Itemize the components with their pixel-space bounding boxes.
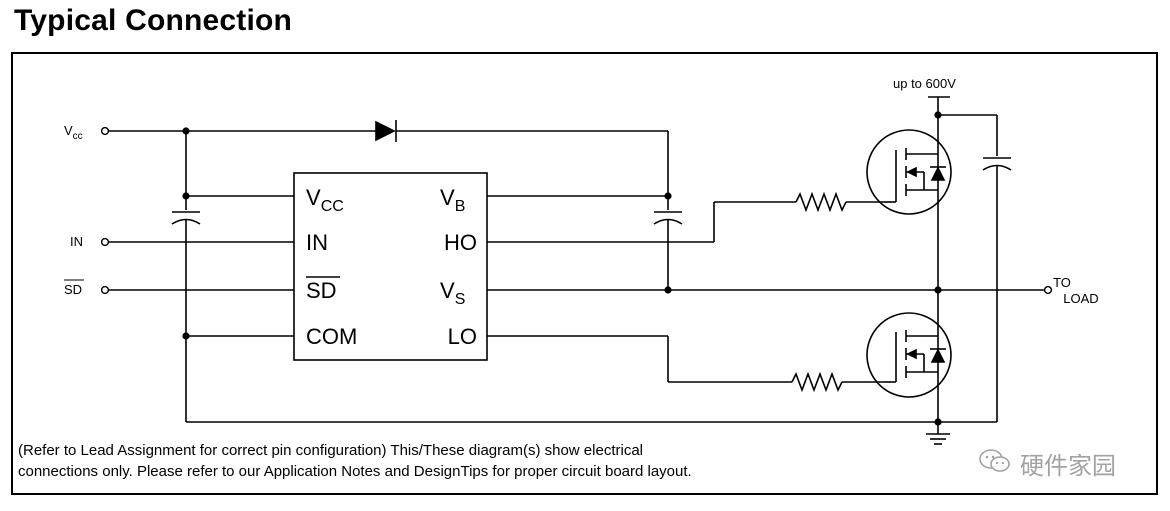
ic-pin-vb: VB [440, 185, 465, 215]
ic-pin-in: IN [306, 230, 328, 255]
page-title: Typical Connection [14, 4, 293, 37]
supply-voltage-label: up to 600V [893, 76, 956, 91]
vcc-input-label: Vcc [64, 123, 83, 142]
watermark-text: 硬件家园 [1020, 452, 1116, 480]
diagram-frame [11, 52, 1158, 495]
footnote-line1: (Refer to Lead Assignment for correct pi… [18, 442, 643, 459]
vcc-rail [108, 130, 669, 196]
low-side-mosfet [866, 312, 952, 398]
bootstrap-capacitor [653, 196, 683, 290]
ic-body [293, 172, 488, 361]
ic-pin-sd: SD [306, 278, 337, 303]
ic-pin-vs: VS [440, 278, 465, 308]
high-side-gate-resistor [713, 191, 884, 242]
input-lines [108, 195, 294, 337]
footnote-line2: connections only. Please refer to our Ap… [18, 463, 692, 480]
in-input-label: IN [70, 234, 83, 249]
ic-pin-com: COM [306, 324, 357, 349]
bootstrap-diode [375, 120, 397, 142]
bulk-capacitor [982, 115, 1012, 422]
to-load-label-line1: TO [1053, 275, 1071, 290]
wechat-icon [978, 447, 1012, 480]
ground-symbol [926, 433, 950, 445]
watermark: 硬件家园 [978, 446, 1116, 481]
to-load-label-line2: LOAD [1063, 291, 1098, 306]
output-lines [487, 195, 1045, 337]
ic-pin-lo: LO [448, 324, 477, 349]
vcc-decoupling-capacitor [171, 131, 997, 423]
power-rail [928, 96, 997, 434]
ic-pin-vcc: VCC [306, 185, 344, 215]
junction-dots [182, 111, 942, 426]
low-side-gate-resistor [667, 336, 884, 393]
sd-input-label: SD [64, 282, 82, 297]
high-side-mosfet [866, 129, 952, 215]
terminals [100, 126, 1053, 295]
ic-pin-ho: HO [444, 230, 477, 255]
footnote: (Refer to Lead Assignment for correct pi… [18, 440, 692, 482]
